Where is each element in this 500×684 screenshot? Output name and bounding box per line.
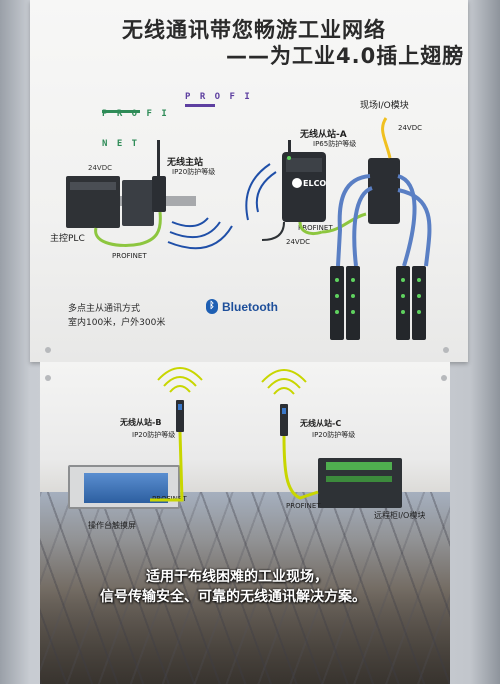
slave-b-title: 无线从站-B xyxy=(120,418,162,427)
profibus-logo: P R O F I xyxy=(185,92,252,102)
io-power-cable xyxy=(381,117,392,159)
io-block-2 xyxy=(346,266,360,340)
profibus-logo-underline xyxy=(185,104,215,107)
title-line-2: ——为工业4.0插上翅膀 xyxy=(226,44,465,68)
bluetooth-icon: ᛒ xyxy=(206,299,218,314)
profinet-cable-master xyxy=(94,211,162,247)
io-led xyxy=(417,294,421,298)
io-led xyxy=(335,278,339,282)
profinet-label-slave-b: PROFINET xyxy=(152,495,187,503)
master-wave-3 xyxy=(167,225,233,250)
slave-a-led xyxy=(287,156,291,160)
bluetooth-badge: ᛒ Bluetooth xyxy=(206,299,278,314)
io-block-3 xyxy=(396,266,410,340)
slave-a-title: 无线从站-A xyxy=(300,130,347,140)
io-led xyxy=(401,310,405,314)
io-led xyxy=(351,278,355,282)
io-cable-1 xyxy=(336,174,371,267)
slave-a-display xyxy=(286,158,322,172)
hmi-label: 操作台触摸屏 xyxy=(88,521,136,530)
slave-c-rating: IP20防护等级 xyxy=(312,431,356,439)
master-station-title: 无线主站 xyxy=(167,158,204,168)
screw-icon xyxy=(443,347,449,353)
upper-board-diagram: ELCO xyxy=(45,117,449,353)
slogan-line-2: 信号传输安全、可靠的无线通讯解决方案。 xyxy=(100,589,366,605)
profinet-logo-underline xyxy=(102,110,140,113)
io-led xyxy=(351,310,355,314)
feature-text-line2: 室内100米，户外300米 xyxy=(68,318,166,328)
cabinet-label: 远程柜I/O模块 xyxy=(374,511,426,520)
profinet-logo-line1: P R O F I xyxy=(102,109,169,119)
io-led xyxy=(335,310,339,314)
slave-c-title: 无线从站-C xyxy=(300,419,342,428)
master-wave-1 xyxy=(171,217,209,228)
io-led xyxy=(351,294,355,298)
profinet-cable-to-io xyxy=(321,212,367,234)
plc-voltage-label: 24VDC xyxy=(88,164,112,172)
slave-a-voltage: 24VDC xyxy=(286,238,310,246)
lower-display-board: 无线从站-B IP20防护等级 PROFINET 操作台触摸屏 无线从站-C I… xyxy=(40,362,450,684)
io-block-1 xyxy=(330,266,344,340)
screw-icon xyxy=(45,347,51,353)
io-cable-3 xyxy=(397,174,417,267)
plc-extension-module xyxy=(122,180,154,226)
factory-photo-background xyxy=(40,492,450,684)
io-block-4 xyxy=(412,266,426,340)
slave-a-brand: ELCO xyxy=(303,179,326,188)
io-led xyxy=(417,278,421,282)
feature-text-line1: 多点主从通讯方式 xyxy=(68,304,141,314)
io-module-title: 现场I/O模块 xyxy=(360,101,409,111)
plc-terminal-strip xyxy=(70,182,116,190)
master-antenna xyxy=(157,140,160,178)
master-plc-label: 主控PLC xyxy=(50,234,85,244)
io-block-group xyxy=(330,266,426,340)
io-led xyxy=(401,294,405,298)
master-station-device xyxy=(152,176,166,212)
io-cable-2 xyxy=(352,186,373,267)
slave-a-wave-1 xyxy=(255,171,277,213)
master-station-rating: IP20防护等级 xyxy=(172,168,216,176)
io-voltage-label: 24VDC xyxy=(398,124,422,132)
profinet-cable-slave-a xyxy=(298,221,323,236)
elco-logo-icon xyxy=(292,178,302,188)
profinet-logo-line2: N E T xyxy=(102,139,140,149)
slave-b-rating: IP20防护等级 xyxy=(132,431,176,439)
io-hub-device xyxy=(368,158,400,224)
master-wave-2 xyxy=(169,221,221,239)
io-led xyxy=(417,310,421,314)
profinet-label-slave-a: PROFINET xyxy=(298,224,333,232)
power-cable-slave-a xyxy=(261,221,285,241)
profinet-logo: P R O F I N E T xyxy=(102,89,169,169)
profinet-label-slave-c: PROFINET xyxy=(286,502,321,510)
title-line-1: 无线通讯带您畅游工业网络 xyxy=(122,18,386,42)
io-led xyxy=(335,294,339,298)
remote-io-cabinet-module xyxy=(318,458,402,508)
profinet-label-master: PROFINET xyxy=(112,252,147,260)
slave-a-rating: IP65防护等级 xyxy=(313,140,357,148)
io-cable-4 xyxy=(397,188,432,267)
io-led xyxy=(401,278,405,282)
slave-a-antenna xyxy=(288,140,291,154)
bluetooth-label: Bluetooth xyxy=(222,299,278,314)
slave-a-wave-2 xyxy=(245,163,271,221)
slogan-line-1: 适用于布线困难的工业现场， xyxy=(146,569,328,585)
